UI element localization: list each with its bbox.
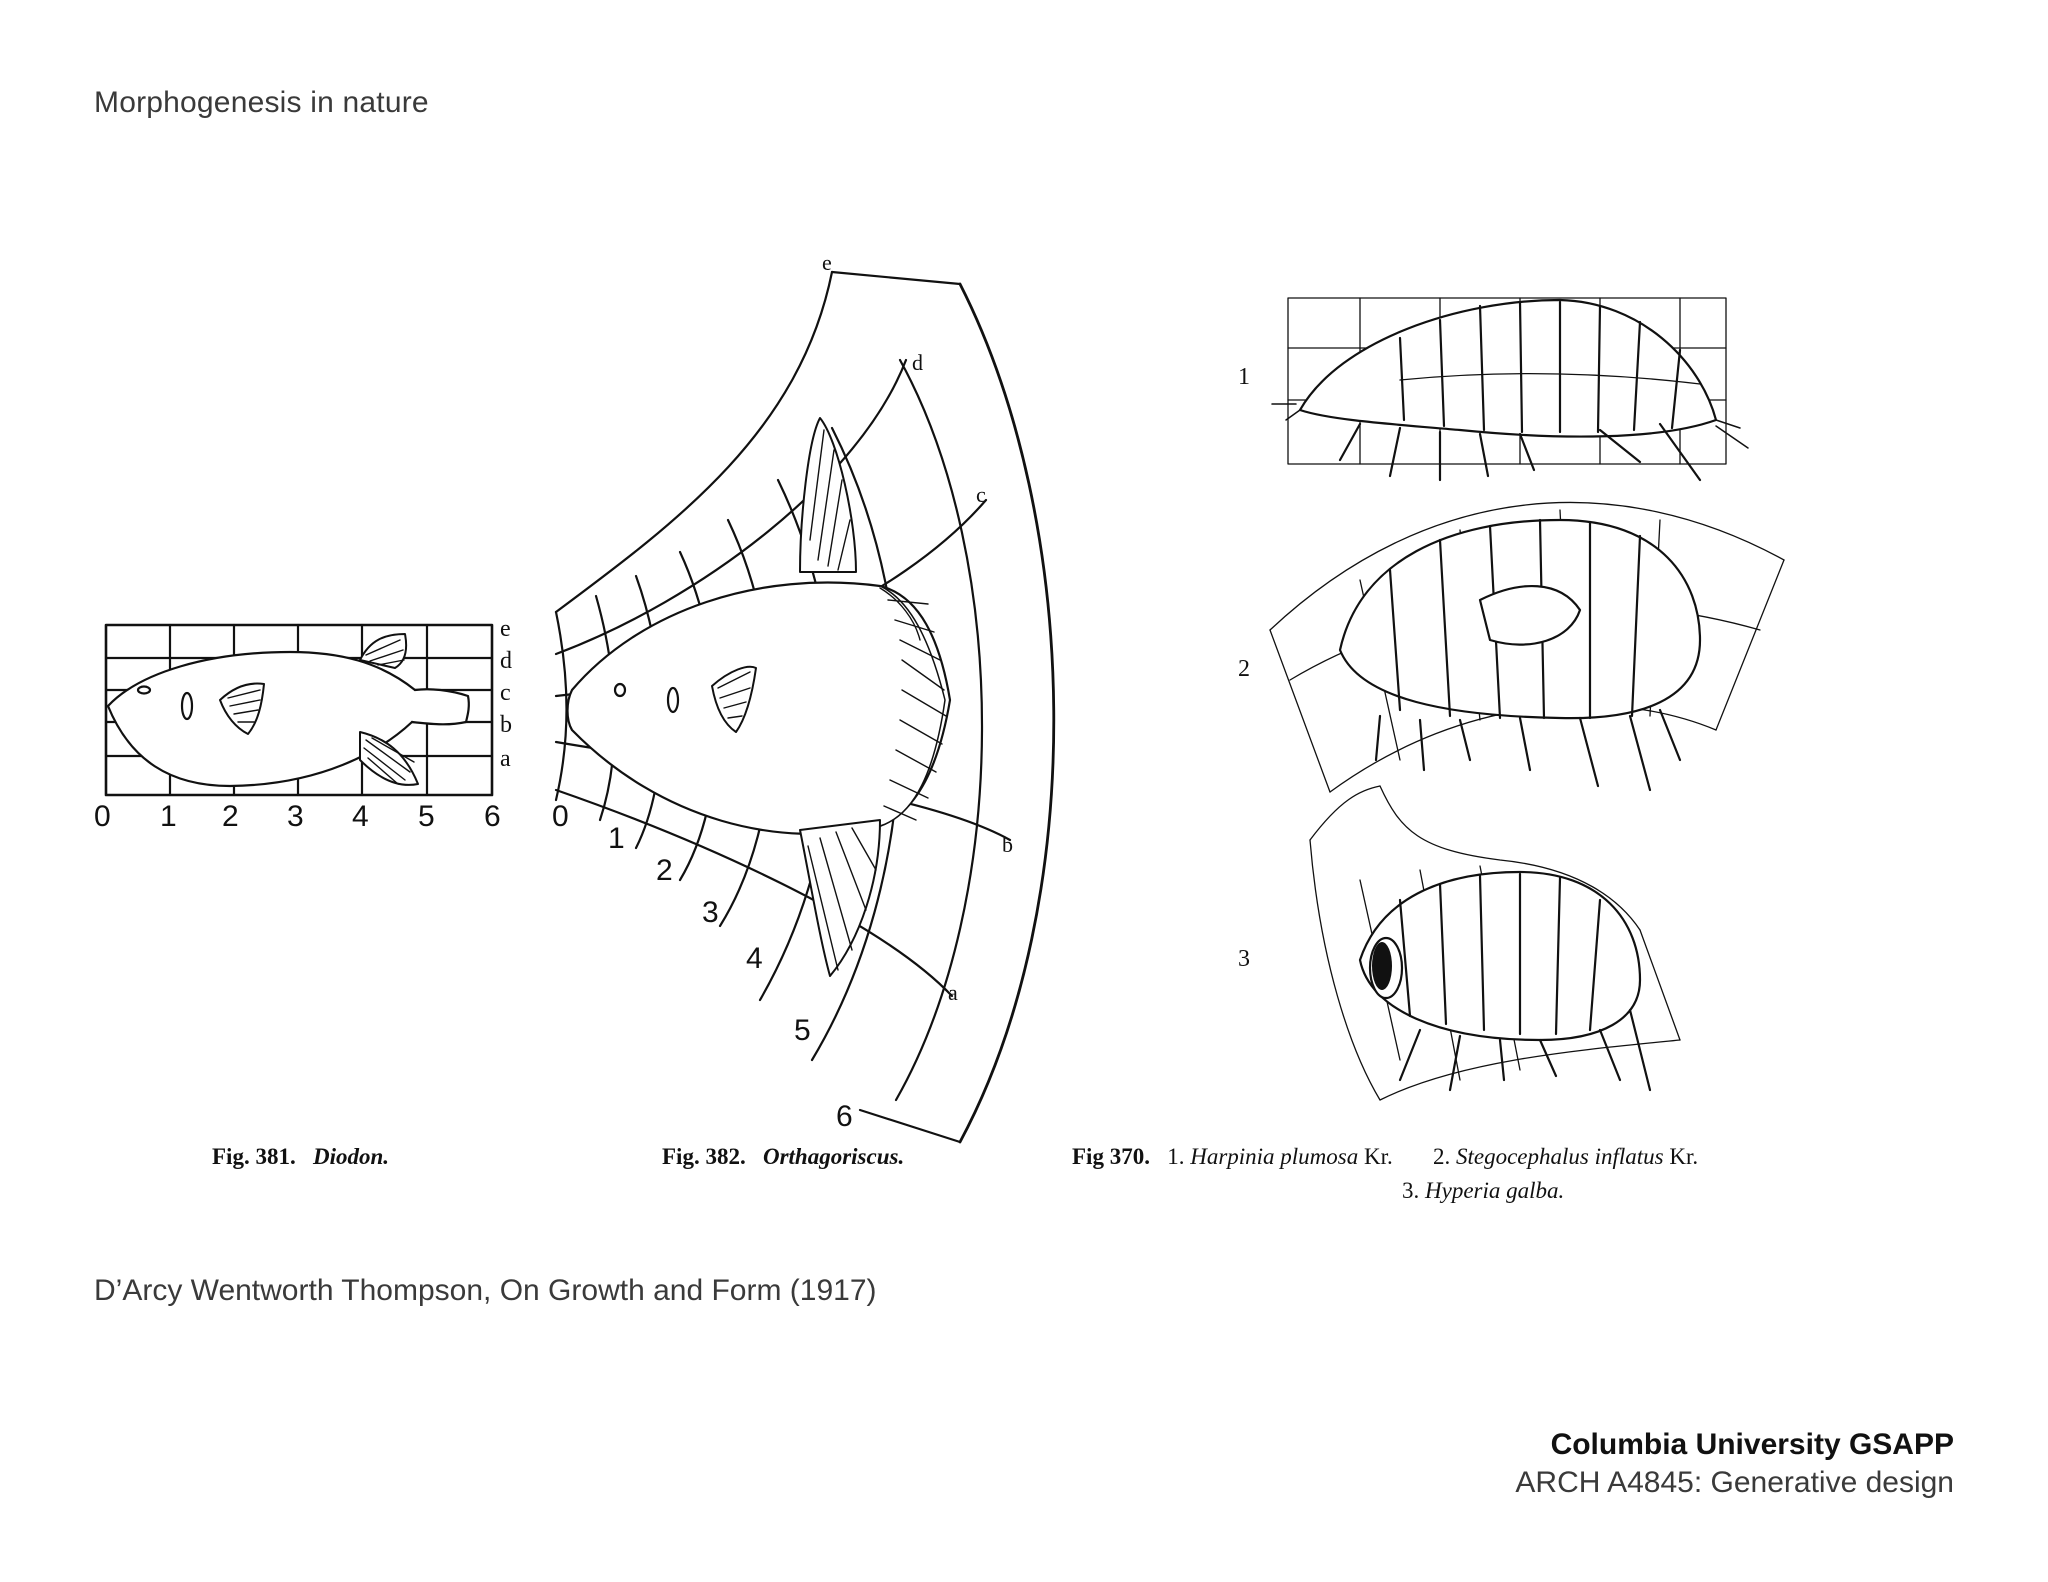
footer-course: ARCH A4845: Generative design bbox=[1515, 1466, 1954, 1499]
svg-text:2: 2 bbox=[656, 854, 673, 887]
svg-text:0: 0 bbox=[94, 800, 111, 833]
fig370-label: Fig 370. bbox=[1072, 1144, 1150, 1169]
orthagoriscus-radial-labels: 0 1 2 3 4 5 6 bbox=[552, 800, 853, 1133]
fig381-caption: Fig. 381. Diodon. bbox=[212, 1144, 389, 1170]
svg-text:1: 1 bbox=[160, 800, 177, 833]
amphipod-1-harpinia bbox=[1271, 297, 1749, 482]
svg-text:3: 3 bbox=[287, 800, 304, 833]
fig370-item2-number: 2. bbox=[1433, 1144, 1451, 1169]
fig370-item1-number: 1. bbox=[1167, 1144, 1185, 1169]
svg-text:0: 0 bbox=[552, 800, 569, 833]
svg-text:a: a bbox=[948, 980, 958, 1005]
svg-text:b: b bbox=[500, 712, 512, 738]
fig370-item2-name: Stegocephalus inflatus bbox=[1456, 1144, 1664, 1169]
svg-text:2: 2 bbox=[1238, 656, 1250, 682]
amphipod-2-stegocephalus bbox=[1269, 501, 1785, 793]
svg-text:b: b bbox=[1002, 832, 1013, 857]
diodon-row-labels: e d c b a bbox=[500, 616, 512, 772]
fig382-name: Orthagoriscus. bbox=[762, 1144, 905, 1169]
svg-text:1: 1 bbox=[608, 822, 625, 855]
amphipod-panel-numbers: 1 2 3 bbox=[1238, 364, 1250, 972]
fig370-caption: Fig 370. 1. Harpinia plumosa Kr. 2. Steg… bbox=[1072, 1144, 1698, 1170]
svg-text:6: 6 bbox=[836, 1100, 853, 1133]
svg-text:d: d bbox=[912, 350, 923, 375]
svg-text:1: 1 bbox=[1238, 364, 1250, 390]
fig381-name: Diodon. bbox=[312, 1144, 389, 1169]
svg-text:4: 4 bbox=[746, 942, 763, 975]
fig381-label: Fig. 381. bbox=[212, 1144, 296, 1169]
svg-text:2: 2 bbox=[222, 800, 239, 833]
diodon-fish-outline bbox=[106, 650, 470, 788]
fig370-item1-author: Kr. bbox=[1364, 1144, 1393, 1169]
fig370-item2-author: Kr. bbox=[1669, 1144, 1699, 1169]
footer: Columbia University GSAPP ARCH A4845: Ge… bbox=[1515, 1428, 1954, 1500]
slide-title: Morphogenesis in nature bbox=[94, 86, 429, 119]
svg-text:4: 4 bbox=[352, 800, 369, 833]
svg-text:3: 3 bbox=[1238, 946, 1250, 972]
fig370-item3-name: Hyperia galba. bbox=[1425, 1178, 1565, 1203]
fig382-label: Fig. 382. bbox=[662, 1144, 746, 1169]
svg-text:5: 5 bbox=[794, 1014, 811, 1047]
svg-text:5: 5 bbox=[418, 800, 435, 833]
svg-text:3: 3 bbox=[702, 896, 719, 929]
svg-text:e: e bbox=[500, 616, 511, 642]
orthagoriscus-fins bbox=[711, 417, 947, 977]
diodon-axis-labels: 0 1 2 3 4 5 6 bbox=[94, 800, 501, 833]
orthagoriscus-fish-outline bbox=[566, 581, 952, 836]
diodon-fins bbox=[219, 633, 419, 786]
citation: D’Arcy Wentworth Thompson, On Growth and… bbox=[94, 1274, 877, 1307]
svg-text:e: e bbox=[822, 250, 832, 275]
fig370-item1-name: Harpinia plumosa bbox=[1190, 1144, 1359, 1169]
fig370-item3-number: 3. bbox=[1402, 1178, 1420, 1203]
svg-text:6: 6 bbox=[484, 800, 501, 833]
svg-text:c: c bbox=[500, 680, 511, 706]
svg-text:c: c bbox=[976, 482, 986, 507]
orthagoriscus-arc-labels: e d c b a bbox=[822, 250, 1013, 1005]
footer-organization: Columbia University GSAPP bbox=[1550, 1428, 1954, 1461]
fig382-caption: Fig. 382. Orthagoriscus. bbox=[662, 1144, 904, 1170]
svg-text:d: d bbox=[500, 648, 512, 674]
svg-text:a: a bbox=[500, 746, 511, 772]
amphipod-3-hyperia bbox=[1309, 785, 1681, 1101]
fig370-caption-line2: 3. Hyperia galba. bbox=[1402, 1178, 1564, 1204]
